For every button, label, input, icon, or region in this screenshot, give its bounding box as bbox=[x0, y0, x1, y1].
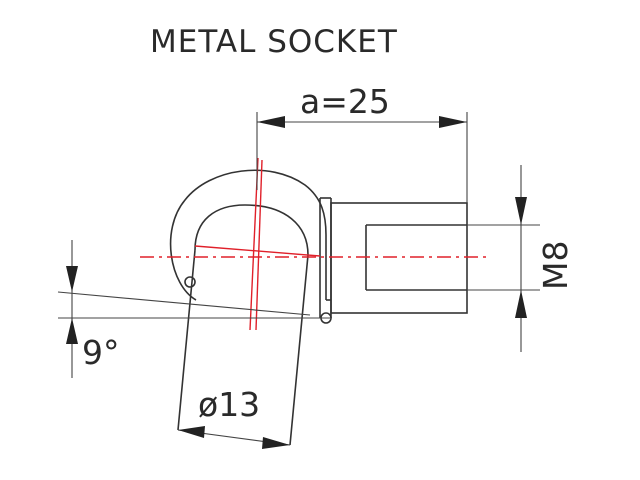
dimension-diameter-label: ø13 bbox=[198, 385, 260, 424]
dimension-angle-label: 9° bbox=[82, 333, 120, 372]
dimension-length-label: a=25 bbox=[300, 82, 390, 121]
dimension-thread-label: M8 bbox=[536, 241, 575, 290]
dimension-angle bbox=[57, 240, 330, 378]
dimension-diameter bbox=[177, 426, 291, 449]
stud-shaft bbox=[177, 249, 309, 446]
dimension-length bbox=[256, 112, 468, 203]
drawing-title: METAL SOCKET bbox=[150, 24, 398, 60]
dimension-thread bbox=[467, 165, 540, 352]
threaded-boss bbox=[330, 202, 468, 314]
